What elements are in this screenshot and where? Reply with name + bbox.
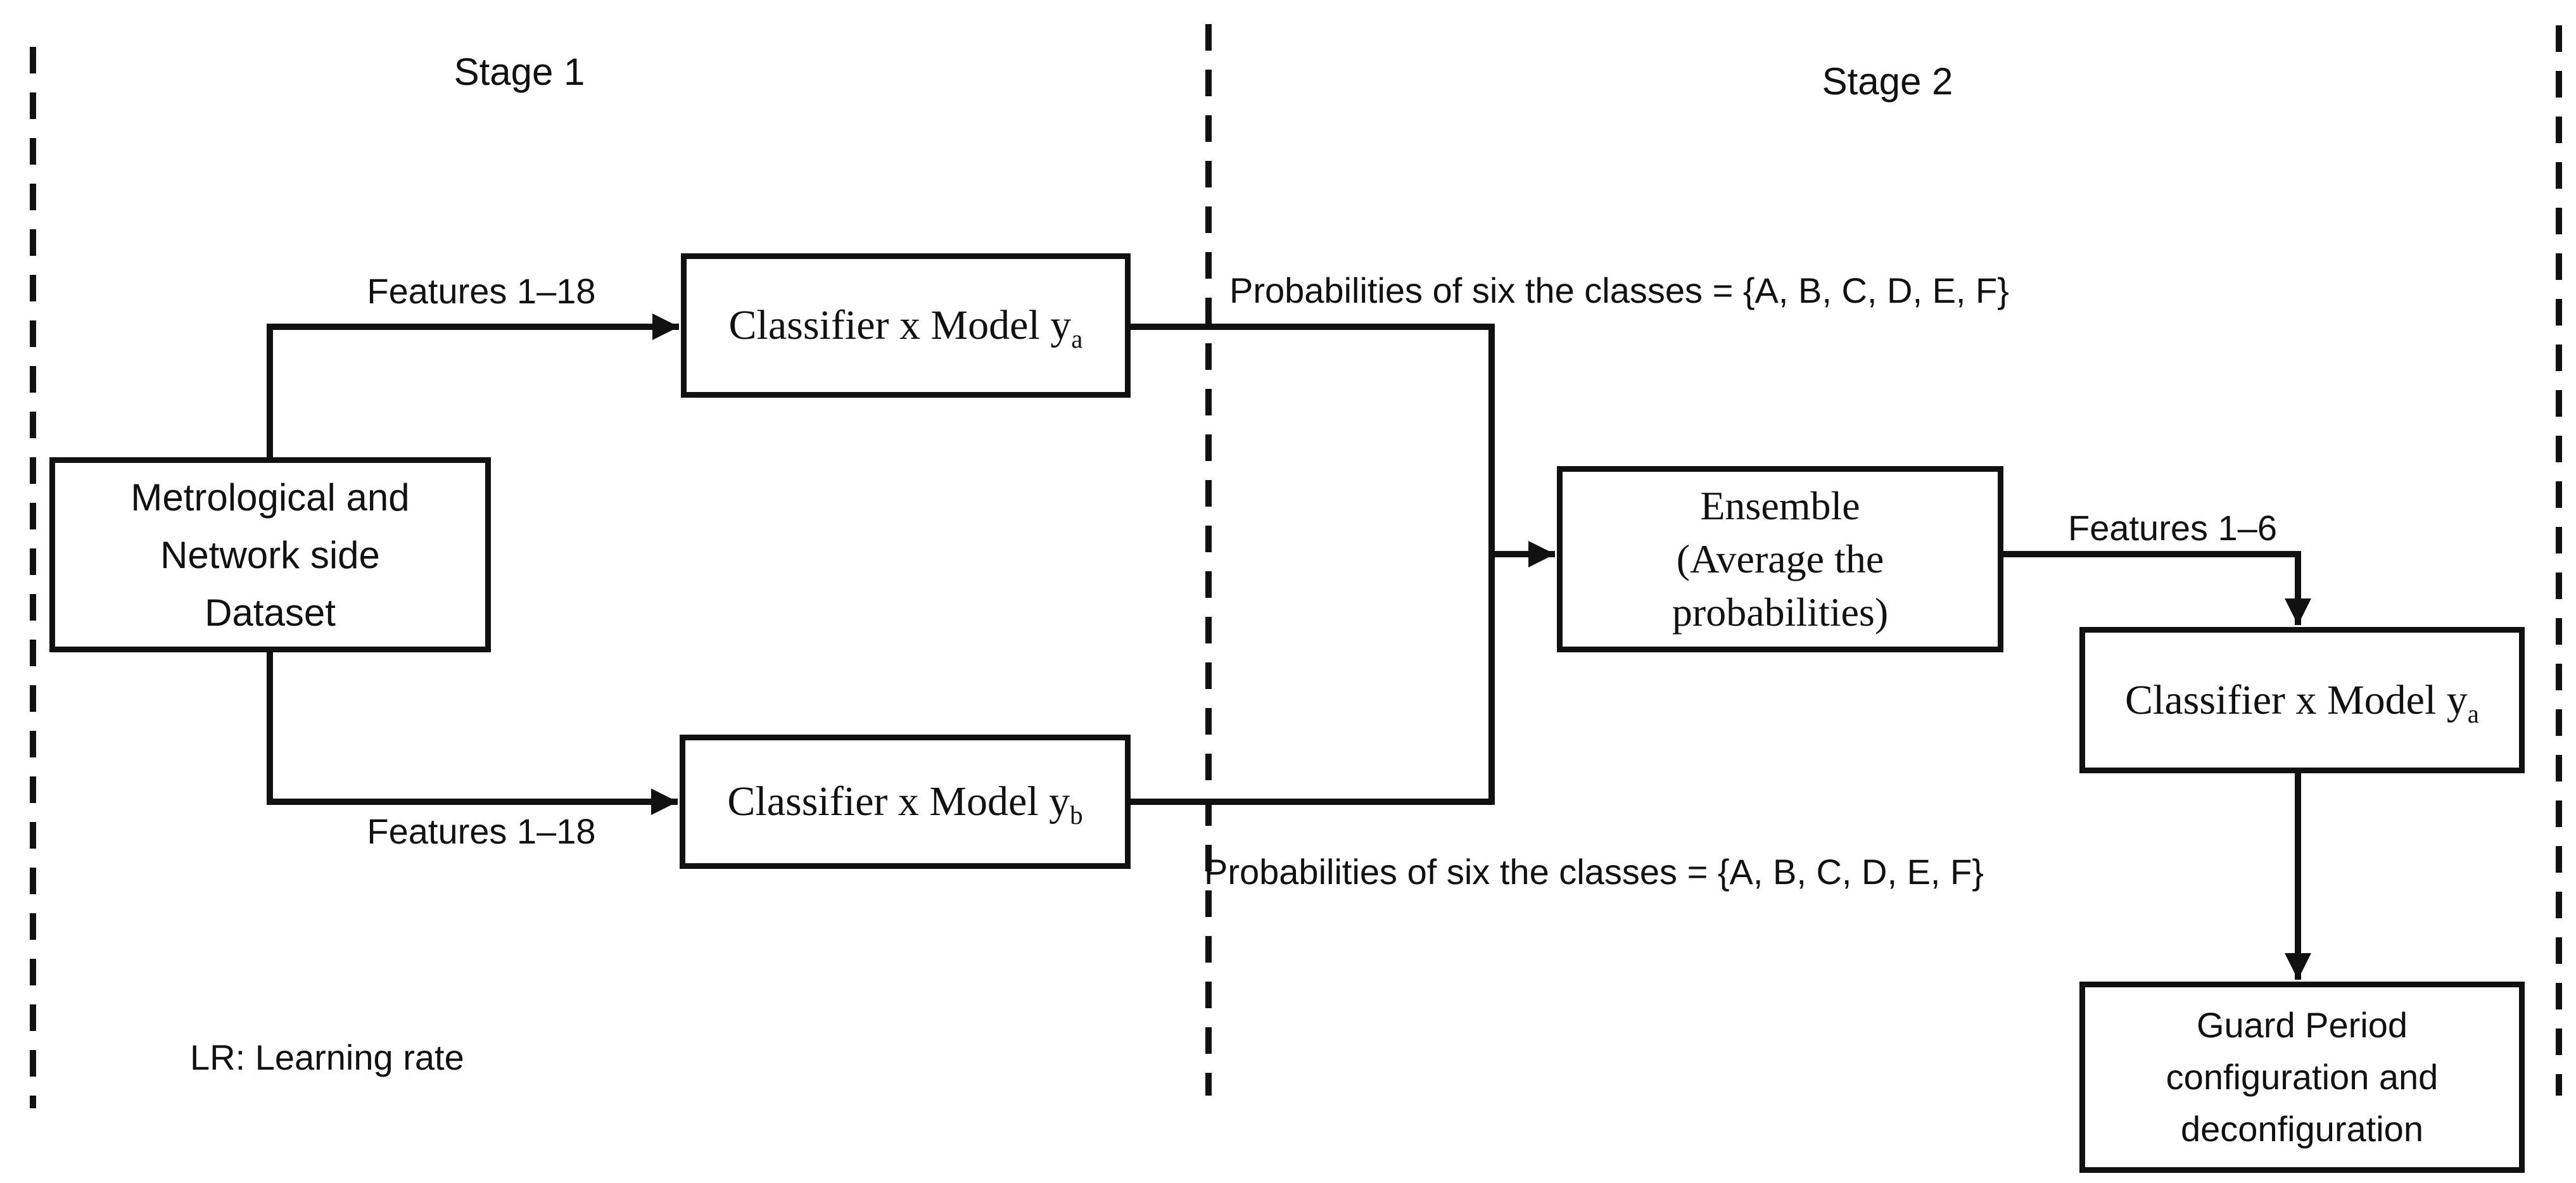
classifier-model-ya-box: Classifier x Model ya <box>681 253 1131 398</box>
classifier-model-ya-stage2-subscript: a <box>2467 699 2479 728</box>
edge-classifier-outputs-trunk <box>1130 324 1495 805</box>
classifier-model-ya-stage2-text: Classifier x Model y <box>2125 676 2468 723</box>
guard-period-box-line: configuration and <box>2166 1057 2439 1097</box>
dataset-box-line: Dataset <box>205 591 336 634</box>
dataset-box-line: Metrological and <box>130 476 410 519</box>
dataset-box: Metrological and Network side Dataset <box>49 457 491 652</box>
classifier-model-yb-subscript: b <box>1070 801 1083 830</box>
guard-period-box-line: deconfiguration <box>2181 1109 2423 1149</box>
probabilities-bottom-label: Probabilities of six the classes = {A, B… <box>1204 852 1984 892</box>
classifier-model-yb-label: Classifier x Model yb <box>727 778 1082 828</box>
stage-1-title: Stage 1 <box>454 51 585 93</box>
classifier-model-ya-stage2-label: Classifier x Model ya <box>2125 676 2479 727</box>
classifier-model-ya-text: Classifier x Model y <box>728 302 1072 348</box>
classifier-model-yb-text: Classifier x Model y <box>727 778 1070 825</box>
classifier-model-ya-subscript: a <box>1071 325 1083 354</box>
learning-rate-note: LR: Learning rate <box>190 1037 464 1077</box>
edge-dataset-to-classifier-b <box>267 652 678 815</box>
ensemble-box-line: Ensemble <box>1700 483 1860 528</box>
ensemble-box-line: (Average the <box>1676 536 1884 581</box>
classifier-model-ya-stage2-box: Classifier x Model ya <box>2079 627 2525 773</box>
dataset-box-line: Network side <box>160 533 380 576</box>
classifier-model-ya-label: Classifier x Model ya <box>728 301 1083 354</box>
edge-dataset-to-classifier-a <box>267 313 679 457</box>
features-1-18-bottom-label: Features 1–18 <box>367 811 596 851</box>
ensemble-box-line: probabilities) <box>1672 590 1889 635</box>
features-1-6-label: Features 1–6 <box>2068 508 2277 548</box>
guard-period-box: Guard Period configuration and deconfigu… <box>2079 982 2525 1173</box>
features-1-18-top-label: Features 1–18 <box>367 271 596 311</box>
ensemble-box: Ensemble (Average the probabilities) <box>1557 466 2003 652</box>
guard-period-box-line: Guard Period <box>2196 1005 2408 1045</box>
classifier-model-yb-box: Classifier x Model yb <box>680 735 1131 869</box>
probabilities-top-label: Probabilities of six the classes = {A, B… <box>1229 270 2009 310</box>
stage-2-title: Stage 2 <box>1822 60 1953 103</box>
edge-ensemble-to-classifier-stage2 <box>2003 551 2311 625</box>
